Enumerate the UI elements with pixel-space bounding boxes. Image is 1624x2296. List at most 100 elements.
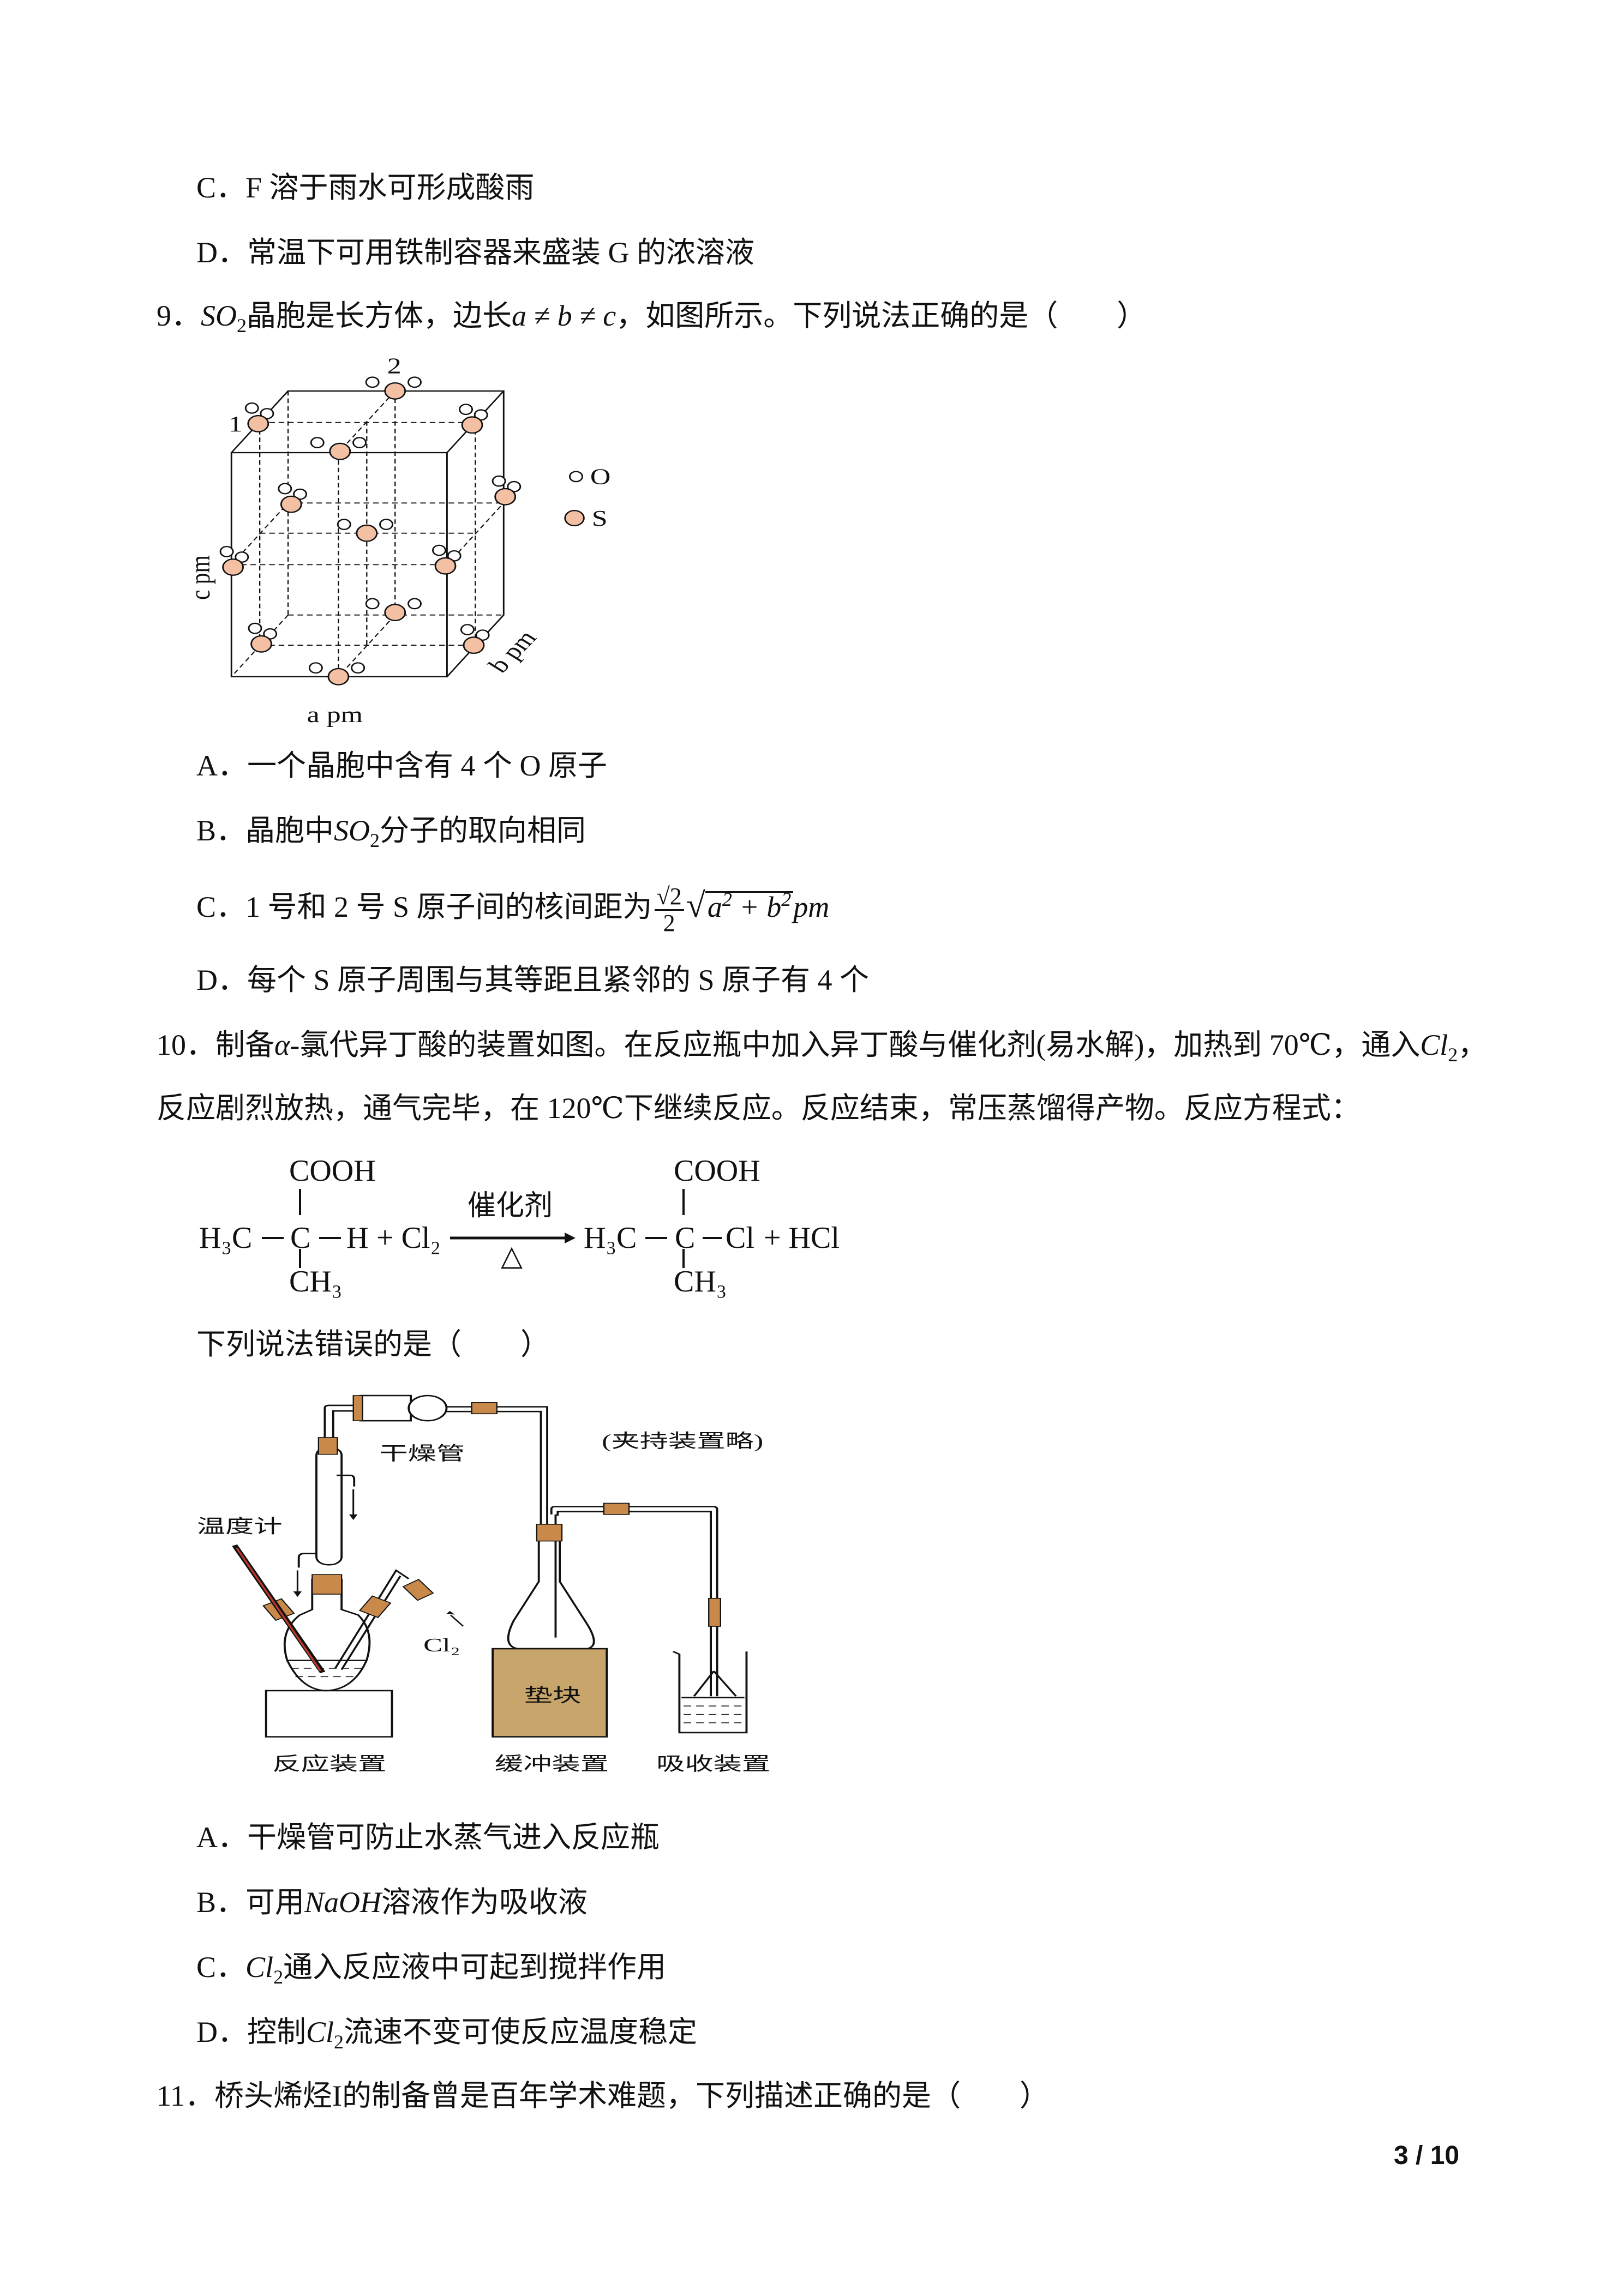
q9-option-a: A．一个晶胞中含有 4 个 O 原子 [196,749,607,782]
block-label: 垫块 [524,1685,582,1706]
text: 分子的取向相同 [380,814,586,847]
h3c-right: H₃C [584,1221,637,1255]
formula: Cl [306,2016,334,2048]
oxygen-atom [432,544,446,556]
alpha: α [274,1029,290,1061]
q9-number: 9． [157,299,201,332]
drying-tube-label: 干燥管 [379,1443,465,1464]
subscript: 2 [273,1966,284,1988]
oxygen-atom [352,437,367,448]
formula: Cl [1420,1029,1448,1061]
oxygen-legend-icon [568,471,583,483]
drying-agent-icon [408,1395,448,1422]
sulfur-atom [356,524,378,542]
h-left: H [346,1221,368,1255]
sulfur-atom [461,416,483,434]
text: 桥头烯烃I的制备曾是百年学术难题，下列描述正确的是（ ） [214,2079,1049,2112]
text: 流速不变可使反应温度稳定 [344,2016,698,2048]
cl2-label: Cl₂ [423,1634,460,1656]
sulfur-atom [250,635,272,653]
text: C．1 号和 2 号 S 原子间的核间距为 [196,891,652,923]
subscript: 2 [334,2031,344,2053]
text: 晶胞是长方体，边长 [247,299,512,332]
radicand: a2 + b2 [705,888,794,923]
q9-option-d: D．每个 S 原子周围与其等距且紧邻的 S 原子有 4 个 [196,964,870,996]
oxygen-atom [379,519,394,530]
so2-unit-cell-figure: 1 2 O S a pm c pm b pm [185,353,611,728]
q10-option-d: D．控制Cl2流速不变可使反应温度稳定 [196,2015,698,2052]
sulfur-atom [329,442,351,460]
cl-right: Cl [726,1221,754,1255]
text: D．控制 [196,2016,306,2048]
oxygen-atom [460,624,475,635]
formula: SO [201,299,237,332]
heat-symbol: △ [501,1241,523,1272]
axis-a-label: a pm [307,702,363,728]
formula: Cl [245,1951,274,1984]
block [492,1648,608,1738]
text: ， [1458,1029,1488,1061]
q9-option-b: B．晶胞中SO2分子的取向相同 [196,813,586,850]
cooh-left: COOH [289,1154,376,1188]
current-page: 3 [1394,2141,1409,2170]
radical-sign: √ [686,886,705,924]
apparatus-figure: 干燥管 (夹持装置略) 温度计 Cl₂ 垫块 反应装置 缓冲装置 吸收装置 [197,1395,770,1775]
ch3-left: CH₃ [289,1265,342,1299]
q10-stem-line1: 10．制备α-氯代异丁酸的装置如图。在反应瓶中加入异丁酸与催化剂(易水解)，加热… [157,1027,1488,1065]
oxygen-atom [492,475,506,487]
sulfur-atom [384,604,406,621]
sulfur-atom [247,415,269,432]
oxygen-atom [408,376,422,388]
exponent: 2 [781,888,792,910]
buffer-apparatus-label: 缓冲装置 [495,1753,609,1775]
arrow-head-icon [565,1233,576,1243]
page-number: 3 / 10 [1394,2141,1459,2171]
absorption-apparatus-label: 吸收装置 [656,1753,770,1775]
q11-stem: 11．桥头烯烃I的制备曾是百年学术难题，下列描述正确的是（ ） [157,2078,1049,2113]
plus-b: + b [732,891,782,923]
var-a: a [707,891,722,923]
reaction-equation: COOH H₃C C H + Cl₂ CH₃ 催化剂 △ H₃C C Cl + … [199,1154,840,1299]
ch3-right: CH₃ [674,1265,727,1299]
plus-hcl: + HCl [764,1221,840,1255]
h3c-left: H₃C [199,1221,252,1255]
text: C． [196,1951,246,1984]
cooh-right: COOH [674,1154,760,1188]
atom-label-1: 1 [228,412,242,437]
c-right: C [675,1221,695,1255]
q11-number: 11． [157,2079,214,2112]
text: B．晶胞中 [196,814,334,847]
sulfur-atom [494,488,517,506]
text: 通入反应液中可起到搅拌作用 [283,1951,667,1984]
legend-s: S [592,506,608,531]
clamp-note: (夹持装置略) [602,1430,763,1451]
q10-option-b: B．可用NaOH溶液作为吸收液 [196,1885,588,1920]
oxygen-atom [244,402,259,414]
text: -氯代异丁酸的装置如图。在反应瓶中加入异丁酸与催化剂(易水解)，加热到 70℃，… [290,1029,1421,1061]
q10-option-a: A．干燥管可防止水蒸气进入反应瓶 [196,1821,660,1854]
q8-option-d: D．常温下可用铁制容器来盛装 G 的浓溶液 [196,236,754,269]
axis-b-label: b pm [483,626,543,678]
text: B．可用 [196,1886,305,1919]
oxygen-atom [337,519,351,530]
sulfur-legend-icon [564,510,585,526]
legend-o: O [590,464,610,489]
formula: NaOH [304,1886,382,1919]
thermometer-label: 温度计 [197,1516,283,1537]
page-sep: / [1408,2141,1430,2170]
q9-stem: 9．SO2晶胞是长方体，边长a ≠ b ≠ c，如图所示。下列说法正确的是（ ） [157,298,1146,336]
sulfur-atom [384,382,406,400]
q10-stem-line2: 反应剧烈放热，通气完毕，在 120℃下继续反应。反应结束，常压蒸馏得产物。反应方… [157,1092,1361,1125]
atom-label-2: 2 [387,353,401,378]
oxygen-atom [351,662,365,674]
text: 溶液作为吸收液 [381,1886,588,1919]
numerator: √2 [654,884,684,911]
sulfur-atom [434,557,457,575]
plus-cl2: + Cl₂ [376,1221,441,1255]
sulfur-atom [463,636,485,654]
subscript: 2 [1448,1044,1458,1066]
oxygen-atom [310,437,325,448]
subscript: 2 [237,315,247,336]
